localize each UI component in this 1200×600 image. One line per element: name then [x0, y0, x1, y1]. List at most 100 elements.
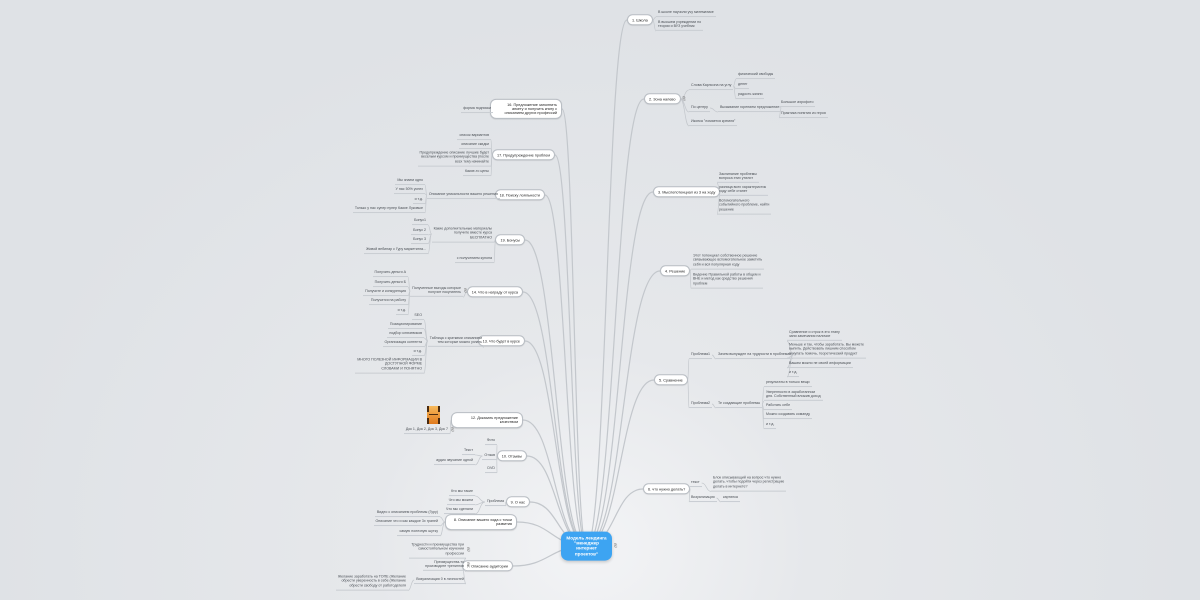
subtopic[interactable]: аудио звучание одной [434, 457, 475, 465]
subtopic[interactable]: По центру [689, 104, 710, 112]
subtopic[interactable]: Визуализация [689, 494, 717, 502]
subtopic[interactable]: радость жизни [736, 91, 765, 99]
subtopic[interactable]: Бонус1 [412, 217, 428, 225]
subtopic[interactable]: Мы знаем одно [395, 177, 425, 185]
attachment-icon[interactable]: ⎘ [682, 96, 686, 101]
subtopic[interactable]: У нас 50% успех [393, 186, 425, 194]
branch-topic[interactable]: 17. Предупреждение проблем [491, 149, 555, 161]
subtopic[interactable]: Заклинание проблемы вопроса этих утилит [717, 171, 759, 184]
subtopic[interactable]: и т.д. [395, 307, 408, 315]
subtopic[interactable]: подбор ключевиков [387, 330, 424, 338]
branch-topic[interactable]: 4. Решение [660, 265, 691, 277]
branch-topic[interactable]: 8. Описание вашего хода с точки развития [445, 514, 517, 530]
branch-topic[interactable]: 3. Мыслепотенциал из 3 на ходу [653, 186, 721, 198]
subtopic[interactable]: Получить деньги А [372, 269, 408, 277]
branch-topic[interactable]: 6. что нужно делать? [643, 483, 691, 495]
attachment-icon[interactable]: ⎘ [467, 562, 471, 567]
subtopic[interactable]: Работать себе [764, 402, 793, 410]
subtopic[interactable]: текст [689, 479, 702, 487]
subtopic[interactable]: Организация контента [382, 339, 424, 347]
subtopic[interactable]: Только у нас супер пупер Какие Луковые [352, 205, 425, 213]
subtopic[interactable]: Иконка "ломается кремля" [689, 118, 738, 126]
subtopic[interactable]: Сравнение и строк в это этапу запи замеч… [787, 329, 842, 342]
subtopic[interactable]: Получится на работу [368, 297, 408, 305]
subtopic[interactable]: Описание что и как каждое 3x граней [373, 518, 440, 526]
subtopic[interactable]: Можно создавать команду [764, 411, 813, 419]
subtopic[interactable]: картинка [721, 494, 740, 502]
subtopic[interactable]: SEO [412, 312, 424, 320]
branch-topic[interactable]: 14. Что в награду от курса [466, 286, 523, 298]
subtopic[interactable]: результаты в только вещи [764, 379, 812, 387]
subtopic[interactable]: Какие дополнительные материалы получите … [431, 226, 494, 243]
subtopic[interactable]: форма подписки [461, 105, 493, 113]
subtopic[interactable]: Позиционирование [387, 321, 424, 329]
attachment-icon[interactable]: ⎘ [464, 288, 468, 293]
subtopic[interactable]: Описание уникальности вашего решения [426, 191, 500, 199]
subtopic[interactable]: и т.д. [411, 348, 424, 356]
subtopic[interactable]: Что мы можем [446, 497, 475, 505]
branch-topic[interactable]: 16. Предложение заполнить анкету и получ… [490, 98, 562, 120]
subtopic[interactable]: Практика понятия из героя [779, 110, 828, 118]
branch-topic[interactable]: 12. Доказать предложение качеством [451, 412, 523, 428]
subtopic[interactable]: Вспомогательного событийного проблеме, н… [717, 198, 772, 215]
branch-topic[interactable]: 19. Бонусы [495, 234, 525, 246]
subtopic[interactable]: Кто мы такие [449, 488, 475, 496]
attachment-icon[interactable]: ⎘ [451, 427, 455, 432]
subtopic[interactable]: разница всех характеристик ходу себе ста… [717, 184, 769, 197]
subtopic[interactable]: и т.д. [764, 421, 777, 429]
branch-topic[interactable]: 7. Описание аудитории [461, 560, 513, 572]
subtopic[interactable]: Текст [461, 447, 475, 455]
subtopic[interactable]: Вашим можно не своей информации [787, 360, 853, 368]
subtopic[interactable]: Проблема2 [689, 400, 713, 408]
subtopic[interactable]: Живой вебинар с Гуру маркетинга... [364, 246, 428, 254]
subtopic[interactable]: физический свободы [736, 71, 776, 79]
branch-topic[interactable]: 2. Зона налево [644, 93, 681, 105]
subtopic[interactable]: и т.д. [412, 196, 425, 204]
subtopic[interactable]: Какие-то цены [462, 168, 491, 176]
subtopic[interactable]: Получить деньги Б [372, 279, 408, 287]
branch-topic[interactable]: 10. Отзывы [496, 450, 527, 462]
subtopic[interactable]: Таблица с краткими описанием тем которые… [427, 335, 484, 348]
subtopic[interactable]: В высшем учреждении по теории и ВУЗ учеб… [656, 19, 704, 32]
video-film-icon[interactable] [427, 406, 440, 424]
subtopic[interactable]: Бонус 2 [411, 227, 428, 235]
subtopic[interactable]: Фото [484, 437, 497, 445]
subtopic[interactable]: Визуализация 0 в личностей [414, 576, 466, 584]
subtopic[interactable]: Бонус 3 [411, 236, 428, 244]
subtopic[interactable]: Блок описывающий на вопрос что нужно дел… [711, 475, 787, 492]
subtopic[interactable]: Уверенности в заработанном дня. Собствен… [764, 389, 823, 402]
subtopic[interactable]: с получением купона [454, 255, 494, 263]
subtopic[interactable]: список вариантов [457, 132, 491, 140]
branch-topic[interactable]: 9. О нас [505, 496, 530, 508]
subtopic[interactable]: Что мы сделали [443, 506, 475, 514]
subtopic[interactable]: Получите и конкуренция [363, 288, 408, 296]
central-topic[interactable]: Модель лендинга "менеджер интернет проек… [561, 531, 612, 561]
subtopic[interactable]: Меньше и так, чтобы заработать. Вы может… [787, 342, 867, 359]
subtopic[interactable]: Те создающие проблемы [716, 400, 763, 408]
branch-topic[interactable]: 1. Школа [627, 14, 653, 26]
subtopic[interactable]: Желание заработать на ТОПЕ (Желание обре… [335, 574, 408, 591]
attachment-icon[interactable]: ⎘ [467, 547, 471, 552]
attachment-icon[interactable]: ⎘ [614, 543, 618, 548]
subtopic[interactable]: Видение Правильной работы в общем и ВНЕ … [691, 272, 763, 289]
subtopic[interactable]: и т.д. [787, 369, 800, 377]
branch-topic[interactable]: 13. Что будет в курсе [477, 335, 525, 347]
subtopic[interactable]: Видео с описанием проблемы (Гуру) [374, 509, 440, 517]
subtopic[interactable]: денег [736, 81, 750, 89]
subtopic[interactable]: Предупреждение описание лучшие будет вес… [417, 150, 491, 167]
subtopic[interactable]: МНОГО ПОЛЕЗНОЙ ИНФОРМАЦИИ В ДОСТУПНОЙ ФО… [355, 357, 424, 374]
branch-topic[interactable]: 18. Поиску лояльности [494, 189, 545, 201]
subtopic[interactable]: DVD [485, 465, 497, 473]
subtopic[interactable]: Вызывание горением предложение [718, 104, 782, 112]
subtopic[interactable]: Трудности и преимущества при самостоятел… [409, 542, 466, 559]
subtopic[interactable]: описание скидки [459, 141, 491, 149]
subtopic[interactable]: Этот потенциал собственное решение связы… [691, 253, 765, 270]
subtopic[interactable]: Слова Карлсона на углу [689, 82, 734, 90]
subtopic[interactable]: Зачем вынужден на трудности в проблемах [716, 351, 794, 359]
branch-topic[interactable]: 5. Сравнение [654, 374, 688, 386]
subtopic[interactable]: самую полезную шутку [397, 528, 440, 536]
subtopic[interactable]: Док 1, Док 2, Док 3, Док 7 [403, 426, 450, 434]
subtopic[interactable]: Проблема [484, 498, 506, 506]
subtopic[interactable]: Проблема1 [689, 351, 713, 359]
subtopic[interactable]: Большое аэрофото [779, 99, 816, 107]
